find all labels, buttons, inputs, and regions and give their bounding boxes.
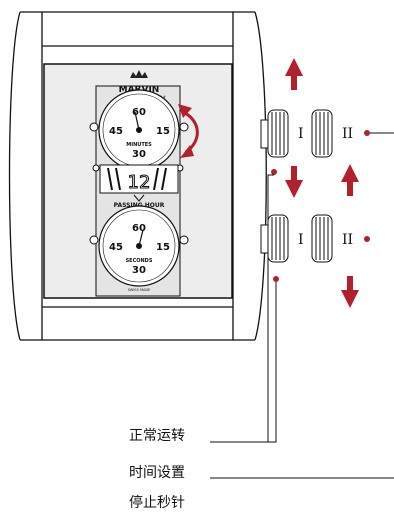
- watch-case: [8, 11, 267, 341]
- minutes-subdial-30: 30: [132, 149, 146, 160]
- legend-stop-seconds: 停止秒针: [129, 495, 185, 511]
- minutes-subdial-60: 60: [132, 107, 146, 118]
- rotation-arrow-head-bottom: [180, 145, 194, 158]
- lower-crown-pulled: [311, 214, 333, 263]
- leader-lines: [210, 174, 394, 479]
- lower-crown-dot: [364, 236, 370, 242]
- rotation-arrow-head-top: [178, 104, 192, 118]
- legend-time-setting: 时间设置: [129, 465, 185, 481]
- arrow-down-lower-crown-pulled: [341, 276, 359, 308]
- arrow-down-upper-crown: [285, 166, 303, 198]
- lower-crown-position-1: I: [298, 232, 304, 248]
- seconds-subdial-label: SECONDS: [126, 258, 153, 264]
- upper-crown-dot: [364, 130, 370, 136]
- arrow-up-lower-crown-pulled: [341, 164, 359, 196]
- seconds-subdial-15: 15: [156, 242, 170, 253]
- lower-crown-pushed: [260, 214, 289, 263]
- legend-normal-running: 正常运转: [129, 428, 185, 444]
- movement-arrows: [285, 58, 359, 308]
- upper-crown-position-2: II: [342, 126, 353, 142]
- swiss-made-caption: SWISS MADE: [128, 288, 151, 292]
- passing-hour-window: 12: [99, 164, 179, 202]
- seconds-subdial-60: 60: [132, 223, 146, 234]
- minutes-subdial-15: 15: [156, 126, 170, 137]
- upper-crown-position-1: I: [298, 126, 304, 142]
- minutes-subdial: 60 15 30 45 MINUTES: [98, 89, 180, 171]
- upper-crown-pulled: [311, 109, 333, 158]
- minutes-subdial-label: MINUTES: [126, 142, 152, 148]
- minutes-subdial-45: 45: [109, 126, 123, 137]
- seconds-subdial-45: 45: [109, 242, 123, 253]
- hour-digit: 12: [128, 172, 151, 193]
- upper-position-dot: [271, 169, 277, 175]
- brand-crown-logo: [130, 70, 148, 78]
- seconds-subdial: 60 15 30 45 SECONDS: [98, 205, 180, 287]
- seconds-subdial-30: 30: [132, 265, 146, 276]
- arrow-up-upper-crown: [285, 58, 303, 90]
- upper-crown-pushed: [260, 109, 289, 158]
- lower-position-dot: [273, 276, 279, 282]
- lower-crown-position-2: II: [342, 232, 353, 248]
